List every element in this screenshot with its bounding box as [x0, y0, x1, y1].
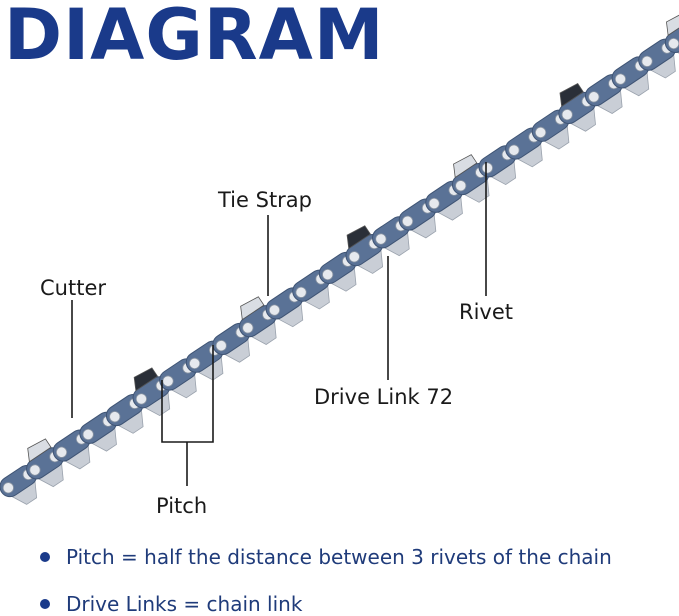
- rivet: [534, 126, 547, 139]
- chain-link: [584, 74, 623, 114]
- cutter-top: [453, 154, 478, 179]
- drive-link-label: Drive Link 72: [314, 385, 454, 409]
- rivet: [481, 162, 493, 174]
- rivet: [348, 251, 360, 263]
- rivet: [55, 446, 68, 458]
- bullet-icon: [40, 599, 50, 609]
- rivet: [268, 304, 281, 316]
- drive-link-note-text: Drive Links = chain link: [66, 592, 303, 616]
- rivet: [428, 197, 440, 210]
- rivet: [242, 322, 254, 334]
- rivet: [162, 375, 174, 387]
- pitch-label: Pitch: [156, 494, 208, 518]
- cutter-label: Cutter: [40, 276, 106, 300]
- rivet: [189, 357, 201, 369]
- rivet: [82, 428, 94, 441]
- pitch-note: Pitch = half the distance between 3 rive…: [40, 545, 612, 569]
- chain-link: [611, 56, 650, 97]
- cutter-top: [559, 83, 584, 108]
- rivet: [2, 482, 14, 494]
- rivet: [215, 340, 227, 352]
- rivet: [455, 180, 467, 192]
- drive-link-note: Drive Links = chain link: [40, 592, 302, 616]
- rivet: [401, 215, 414, 227]
- rivet: [508, 144, 520, 156]
- rivet: [295, 286, 307, 298]
- tie-strap-label: Tie Strap: [218, 188, 313, 212]
- cutter-top: [346, 225, 371, 250]
- rivet: [322, 268, 334, 281]
- chain-link: [664, 11, 679, 61]
- cutter-top: [666, 11, 679, 36]
- bullet-icon: [40, 552, 50, 562]
- cutter-top: [240, 296, 265, 321]
- diagram-title: DIAGRAM: [4, 0, 385, 76]
- rivet: [561, 109, 573, 121]
- rivet: [614, 73, 627, 85]
- rivet: [29, 464, 41, 476]
- rivet: [668, 37, 679, 50]
- cutter-top: [27, 438, 52, 463]
- rivet: [109, 411, 121, 423]
- rivet: [135, 393, 147, 405]
- rivet-label: Rivet: [459, 300, 514, 324]
- cutter-top: [133, 367, 159, 392]
- pitch-note-text: Pitch = half the distance between 3 rive…: [66, 545, 612, 569]
- rivet: [375, 233, 387, 245]
- rivet: [641, 55, 653, 67]
- rivet: [588, 91, 600, 103]
